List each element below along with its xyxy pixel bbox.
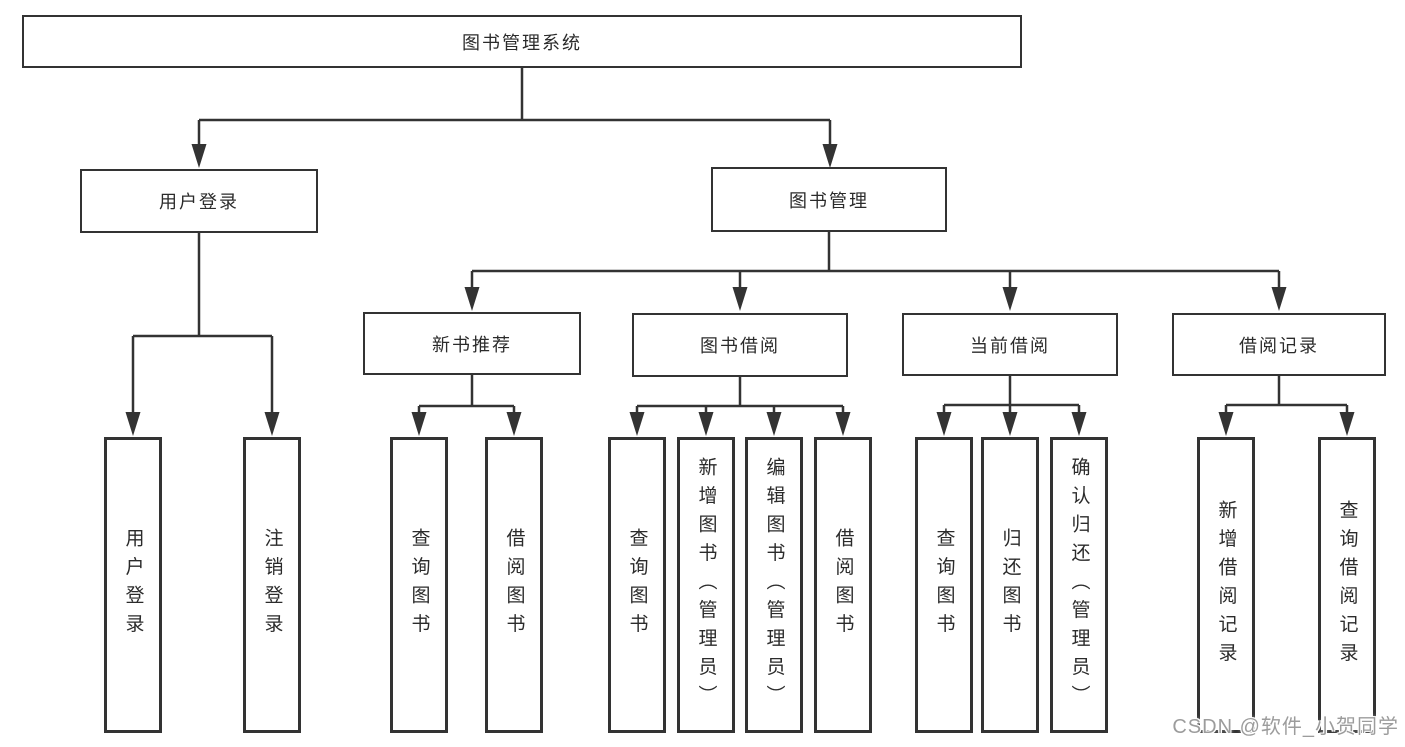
leaf-query-books-borrowing: 查询图书 — [608, 437, 666, 733]
arrowhead-icon — [1339, 412, 1355, 436]
arrowhead-icon — [1002, 287, 1018, 311]
arrowhead-icon — [1002, 412, 1018, 436]
arrowhead-icon — [835, 412, 851, 436]
arrowhead-icon — [698, 412, 714, 436]
node-user-login: 用户登录 — [80, 169, 318, 233]
arrowhead-icon — [1218, 412, 1234, 436]
leaf-add-borrow-record: 新增借阅记录 — [1197, 437, 1255, 733]
leaf-confirm-return-admin: 确认归还（管理员） — [1050, 437, 1108, 733]
leaf-user-login: 用户登录 — [104, 437, 162, 733]
leaf-edit-book-admin: 编辑图书（管理员） — [745, 437, 803, 733]
node-new-book-recommend: 新书推荐 — [363, 312, 581, 375]
node-root: 图书管理系统 — [22, 15, 1022, 68]
leaf-borrow-books-recommend: 借阅图书 — [485, 437, 543, 733]
leaf-logout: 注销登录 — [243, 437, 301, 733]
node-borrow-records: 借阅记录 — [1172, 313, 1386, 376]
leaf-query-books-recommend: 查询图书 — [390, 437, 448, 733]
leaf-query-borrow-record: 查询借阅记录 — [1318, 437, 1376, 733]
arrowhead-icon — [1071, 412, 1087, 436]
leaf-query-books-current: 查询图书 — [915, 437, 973, 733]
arrowhead-icon — [766, 412, 782, 436]
node-book-management: 图书管理 — [711, 167, 947, 232]
watermark: CSDN @软件_小贺同学 — [1172, 716, 1399, 738]
leaf-add-book-admin: 新增图书（管理员） — [677, 437, 735, 733]
node-book-borrowing: 图书借阅 — [632, 313, 848, 377]
arrowhead-icon — [411, 412, 427, 436]
arrowhead-icon — [125, 412, 141, 436]
node-current-borrowing: 当前借阅 — [902, 313, 1118, 376]
arrowhead-icon — [506, 412, 522, 436]
arrowhead-icon — [732, 287, 748, 311]
arrowhead-icon — [264, 412, 280, 436]
arrowhead-icon — [464, 287, 480, 311]
arrowhead-icon — [822, 144, 838, 168]
leaf-return-books: 归还图书 — [981, 437, 1039, 733]
arrowhead-icon — [936, 412, 952, 436]
arrowhead-icon — [1271, 287, 1287, 311]
arrowhead-icon — [629, 412, 645, 436]
leaf-borrow-books-borrowing: 借阅图书 — [814, 437, 872, 733]
arrowhead-icon — [191, 144, 207, 168]
